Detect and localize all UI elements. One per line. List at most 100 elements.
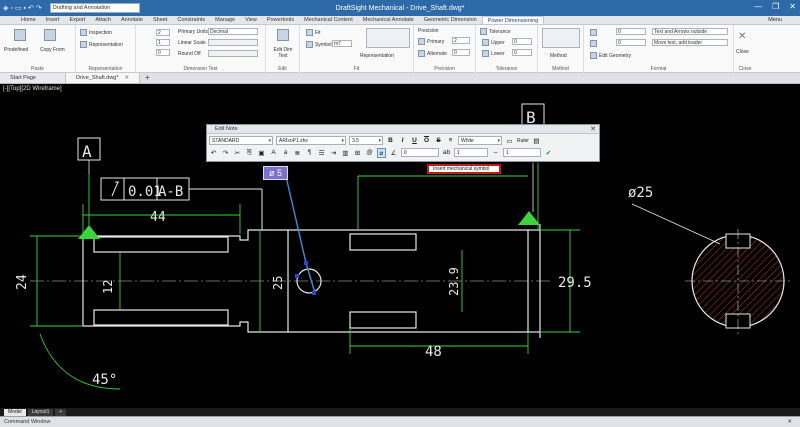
tab-powertools[interactable]: Powertools [266,17,295,23]
dim-text-field-1[interactable]: 2 [156,29,170,36]
bold-button[interactable]: B [388,137,393,144]
text-color-select[interactable]: White▾ [458,136,502,145]
dim-text-field-2[interactable]: 1 [156,39,170,46]
overline-button[interactable]: O [423,137,430,144]
menu-button[interactable]: Menu [768,17,782,23]
tab-annotate[interactable]: Annotate [120,17,143,23]
redo-icon[interactable]: ↷ [222,149,229,157]
workspace-select[interactable]: Drafting and Annotation [49,3,140,13]
primary-units-select[interactable]: Decimal [208,28,258,35]
alternate-precision-select[interactable]: 0 [452,49,470,56]
close-ribbon-button[interactable]: Close [736,49,749,55]
upper-tolerance-field[interactable]: 0 [512,38,532,45]
text-uppercase-icon[interactable]: A [271,149,276,156]
tab-insert[interactable]: Insert [45,17,60,23]
command-window-close-icon[interactable]: ✕ [787,419,792,425]
paragraph-icon[interactable]: ¶ [307,149,312,156]
copy-from-icon[interactable] [44,29,56,41]
text-placement-select[interactable]: Text and Arrows outside [652,28,728,35]
italic-button[interactable]: I [401,137,404,144]
undo-icon[interactable]: ↶ [210,149,217,157]
undo-icon[interactable]: ↶ [27,5,34,12]
indent-icon[interactable]: ⇥ [330,149,337,157]
edit-note-close-icon[interactable]: ✕ [590,126,596,133]
tracking-icon[interactable]: ab [442,149,451,156]
options-icon[interactable]: ▤ [533,137,540,145]
tab-mechanical-annotate[interactable]: Mechanical Annotate [362,17,414,23]
doc-tab-drive-shaft[interactable]: Drive_Shaft.dwg*✕ [66,73,140,83]
inspection-button[interactable]: Inspection [89,29,112,36]
representation-button[interactable]: Representation [89,41,123,48]
oblique-angle-field[interactable]: 0 [401,148,439,157]
tab-export[interactable]: Export [69,17,86,23]
format-icon-2[interactable] [590,40,597,47]
align-icon[interactable]: ≣ [294,149,301,157]
tab-home[interactable]: Home [21,17,36,23]
viewport-label[interactable]: [-][Top][2D Wireframe] [3,86,62,92]
copy-icon[interactable]: ⎘ [246,148,253,156]
edit-note-toolbar[interactable]: Edit Note ✕ STANDARD▾ ARIsoP1.shx▾ 3.5▾ … [206,124,600,162]
symbol-select[interactable]: m7 [332,40,352,47]
symbol-icon[interactable]: @ [366,149,373,156]
tab-constraints[interactable]: Constraints [177,17,206,23]
layout-tab-layout1[interactable]: Layout1 [27,408,54,416]
tracking-field[interactable]: 1 [454,148,488,157]
redo-icon[interactable]: ↷ [35,5,42,12]
tab-geometric-dimension[interactable]: Geometric Dimension [423,17,477,23]
oblique-icon[interactable]: ∠ [390,149,397,157]
underline-button[interactable]: U [412,137,417,144]
font-select[interactable]: ARIsoP1.shx▾ [276,136,346,145]
width-factor-icon[interactable]: ⇔ [492,149,499,156]
open-icon[interactable]: ▭ [14,5,22,12]
text-height-select[interactable]: 3.5▾ [349,136,383,145]
round-off-field[interactable] [208,50,258,57]
drawing-canvas[interactable]: [-][Top][2D Wireframe] [0,84,800,408]
accept-check-icon[interactable]: ✔ [545,149,552,157]
text-lowercase-icon[interactable]: a [283,149,288,156]
tab-mechanical-content[interactable]: Mechanical Content [304,17,353,23]
edit-geometry-button[interactable]: Edit Geometry [599,52,631,59]
edit-dim-text-button[interactable]: Edit Dim Text [273,47,293,59]
leader-grips[interactable] [295,261,316,295]
method-preview[interactable] [542,28,580,48]
command-window-bar[interactable]: Command Window ✕ [0,416,800,427]
tab-manage[interactable]: Manage [215,17,236,23]
maximize-button[interactable]: ❐ [772,2,780,11]
format-field-2[interactable]: 0 [616,39,646,46]
app-logo-icon[interactable]: ◈ [3,5,9,12]
tab-sheet[interactable]: Sheet [152,17,168,23]
format-field-1[interactable]: 0 [616,28,646,35]
ruler-button[interactable]: Ruler [517,137,529,144]
copy-from-button[interactable]: Copy From [40,47,65,53]
stack-icon[interactable]: ≡ [448,137,453,144]
text-movement-select[interactable]: Move text, add leader [652,39,728,46]
columns-icon[interactable]: ▥ [342,149,349,157]
primary-precision-select[interactable]: 2 [452,37,470,44]
field-icon[interactable]: ⊞ [354,149,361,157]
new-layout-button[interactable]: + [55,408,67,416]
note-style-select[interactable]: STANDARD▾ [209,136,273,145]
insert-mechanical-symbol-button[interactable]: ⌀ [377,147,386,158]
tab-attach[interactable]: Attach [95,17,111,23]
save-icon[interactable]: ▪ [23,4,26,12]
predefined-button[interactable]: Predefined [4,47,29,53]
linear-scale-field[interactable] [208,39,258,46]
ruler-icon[interactable]: ▭ [506,137,513,145]
new-tab-button[interactable]: + [145,73,150,82]
minimize-button[interactable]: — [754,2,763,11]
paste-icon[interactable]: ▣ [258,149,265,157]
predefined-icon[interactable] [14,29,26,41]
doc-tab-start-page[interactable]: Start Page [0,73,66,83]
close-window-button[interactable]: ✕ [789,2,796,11]
lower-tolerance-field[interactable]: 0 [512,49,532,56]
layout-tab-model[interactable]: Model [4,408,26,416]
edit-note-title[interactable]: Edit Note [207,125,599,134]
format-icon-1[interactable] [590,29,597,36]
strikethrough-button[interactable]: S [436,137,441,144]
line-spacing-icon[interactable]: ☰ [318,149,325,157]
cut-icon[interactable]: ✂ [234,149,241,157]
fit-representation-label[interactable]: Representation [360,53,394,59]
edit-dim-text-icon[interactable] [277,29,289,41]
width-factor-field[interactable]: 1 [503,148,541,157]
close-ribbon-icon[interactable]: ✕ [738,31,747,42]
